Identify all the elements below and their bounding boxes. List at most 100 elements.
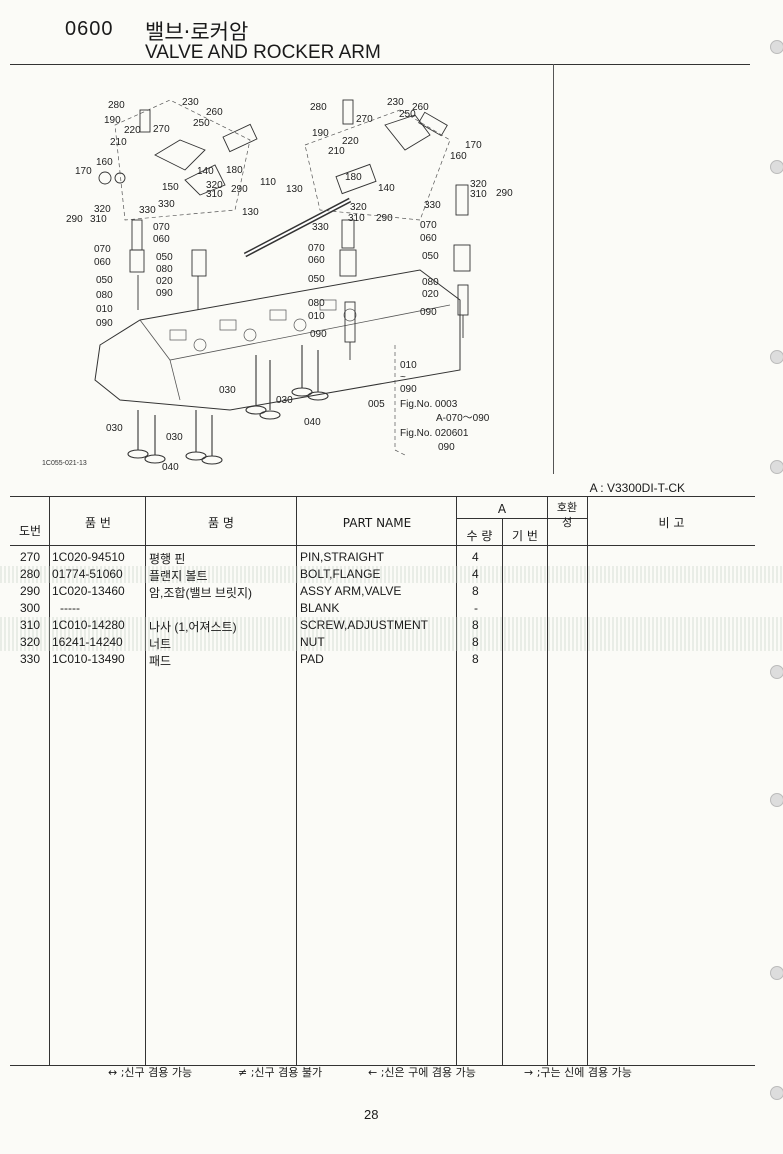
header-interchange: 호환성 bbox=[556, 501, 578, 529]
legend-item-not-interchangeable: ≠ ;신구 겸용 불가 bbox=[238, 1066, 323, 1079]
model-label: A : V3300DI-T-CK bbox=[589, 481, 685, 495]
svg-text:080: 080 bbox=[422, 277, 439, 288]
svg-text:070: 070 bbox=[153, 222, 170, 233]
col-divider-6 bbox=[547, 496, 548, 1065]
col-divider-1 bbox=[49, 496, 50, 1065]
svg-text:110: 110 bbox=[260, 177, 276, 188]
header-qty: 수 량 bbox=[466, 529, 493, 543]
svg-text:010: 010 bbox=[308, 311, 325, 322]
svg-text:070: 070 bbox=[308, 243, 325, 254]
svg-text:090: 090 bbox=[420, 307, 437, 318]
svg-text:230: 230 bbox=[182, 97, 199, 108]
svg-text:160: 160 bbox=[450, 151, 467, 162]
svg-text:050: 050 bbox=[422, 251, 439, 262]
svg-text:130: 130 bbox=[286, 184, 303, 195]
col-divider-7 bbox=[587, 496, 588, 1065]
svg-text:190: 190 bbox=[104, 115, 121, 126]
binder-hole bbox=[770, 350, 783, 364]
svg-text:210: 210 bbox=[110, 137, 127, 148]
table-row: 300 ----- BLANK - bbox=[20, 601, 478, 615]
svg-text:280: 280 bbox=[310, 102, 327, 113]
svg-text:320: 320 bbox=[470, 179, 487, 190]
svg-text:250: 250 bbox=[399, 109, 416, 120]
svg-text:040: 040 bbox=[304, 417, 321, 428]
binder-hole bbox=[770, 665, 783, 679]
svg-text:220: 220 bbox=[342, 136, 359, 147]
svg-text:090: 090 bbox=[156, 288, 173, 299]
svg-text:250: 250 bbox=[193, 118, 210, 129]
svg-text:210: 210 bbox=[328, 146, 345, 157]
svg-text:060: 060 bbox=[94, 257, 111, 268]
group-a-rule bbox=[456, 518, 587, 519]
binder-hole bbox=[770, 1086, 783, 1100]
svg-text:020: 020 bbox=[422, 289, 439, 300]
svg-text:160: 160 bbox=[96, 157, 113, 168]
col-divider-5 bbox=[502, 518, 503, 1065]
note-line-2: ~ bbox=[400, 372, 406, 383]
svg-text:130: 130 bbox=[242, 207, 259, 218]
binder-hole bbox=[770, 40, 783, 54]
svg-text:230: 230 bbox=[387, 97, 404, 108]
svg-text:090: 090 bbox=[310, 329, 327, 340]
page-number: 28 bbox=[364, 1107, 379, 1122]
legend-item-new-for-old: ← ;신은 구에 겸용 가능 bbox=[368, 1066, 476, 1079]
table-row: 280 01774-51060 플랜지 볼트 BOLT,FLANGE 4 bbox=[0, 566, 783, 583]
col-divider-4 bbox=[456, 496, 457, 1065]
svg-text:060: 060 bbox=[420, 233, 437, 244]
note-line-3: 090 bbox=[400, 384, 417, 395]
svg-text:320: 320 bbox=[206, 180, 223, 191]
svg-text:150: 150 bbox=[162, 182, 179, 193]
svg-text:190: 190 bbox=[312, 128, 329, 139]
binder-hole bbox=[770, 966, 783, 980]
svg-text:320: 320 bbox=[94, 204, 111, 215]
svg-text:310: 310 bbox=[470, 189, 487, 200]
svg-text:180: 180 bbox=[345, 172, 362, 183]
svg-text:270: 270 bbox=[153, 124, 170, 135]
header-group-a: A bbox=[497, 502, 507, 516]
svg-text:220: 220 bbox=[124, 125, 141, 136]
svg-text:080: 080 bbox=[156, 264, 173, 275]
svg-text:030: 030 bbox=[219, 385, 236, 396]
note-line-6: Fig.No. 020601 bbox=[400, 428, 469, 439]
svg-text:030: 030 bbox=[276, 395, 293, 406]
svg-text:280: 280 bbox=[108, 100, 125, 111]
svg-text:170: 170 bbox=[465, 140, 482, 151]
svg-text:140: 140 bbox=[378, 183, 395, 194]
svg-text:030: 030 bbox=[106, 423, 123, 434]
svg-text:050: 050 bbox=[156, 252, 173, 263]
svg-text:260: 260 bbox=[206, 107, 223, 118]
svg-text:030: 030 bbox=[166, 432, 183, 443]
header-part-no: 품 번 bbox=[85, 516, 111, 530]
table-top-rule bbox=[10, 496, 755, 497]
svg-text:290: 290 bbox=[496, 188, 513, 199]
binder-hole bbox=[770, 160, 783, 174]
title-korean: 밸브·로커암 bbox=[145, 20, 249, 44]
svg-text:330: 330 bbox=[158, 199, 175, 210]
svg-text:080: 080 bbox=[96, 290, 113, 301]
svg-text:310: 310 bbox=[90, 214, 107, 225]
svg-text:050: 050 bbox=[308, 274, 325, 285]
note-line-7: 090 bbox=[438, 442, 455, 453]
svg-text:080: 080 bbox=[308, 298, 325, 309]
header-rule bbox=[10, 64, 750, 65]
legend-item-old-for-new: → ;구는 신에 겸용 가능 bbox=[524, 1066, 632, 1079]
table-row: 290 1C020-13460 암,조합(밸브 브릿지) ASSY ARM,VA… bbox=[20, 584, 479, 600]
svg-text:180: 180 bbox=[226, 165, 243, 176]
diagram-divider bbox=[553, 64, 554, 474]
binder-hole bbox=[770, 460, 783, 474]
svg-text:270: 270 bbox=[356, 114, 373, 125]
header-name-ko: 품 명 bbox=[208, 516, 234, 530]
svg-text:290: 290 bbox=[66, 214, 83, 225]
table-row: 270 1C020-94510 평행 핀 PIN,STRAIGHT 4 bbox=[20, 550, 479, 566]
svg-text:260: 260 bbox=[412, 102, 429, 113]
note-line-5: A-070～090 bbox=[436, 413, 490, 424]
title-english: VALVE AND ROCKER ARM bbox=[145, 42, 381, 63]
table-bottom-rule bbox=[10, 1065, 755, 1066]
table-row: 330 1C010-13490 패드 PAD 8 bbox=[20, 652, 479, 668]
svg-text:320: 320 bbox=[350, 202, 367, 213]
svg-text:040: 040 bbox=[162, 462, 179, 470]
figure-id: 1C055-021-13 bbox=[42, 460, 87, 467]
svg-text:170: 170 bbox=[75, 166, 92, 177]
svg-text:310: 310 bbox=[348, 213, 365, 224]
